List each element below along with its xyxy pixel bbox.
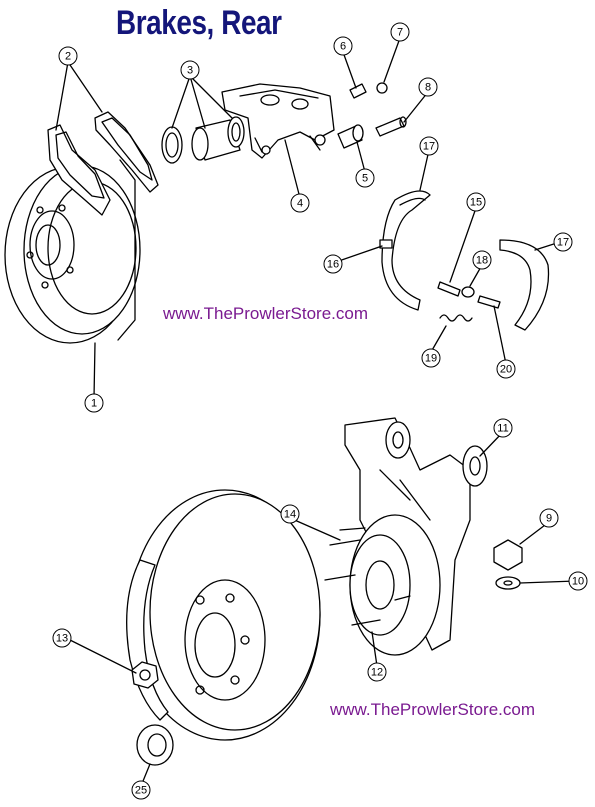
rear-brake-pads [47, 111, 159, 216]
callout-18: 18 [472, 250, 492, 270]
callout-number: 5 [362, 173, 368, 185]
callout-7: 7 [390, 22, 410, 42]
callout-circle [496, 359, 516, 379]
callout-circle [323, 254, 343, 274]
callout-number: 1 [91, 398, 97, 410]
callout-number: 14 [284, 509, 296, 521]
callout-circle [367, 662, 387, 682]
callout-circle [418, 77, 438, 97]
callout-circle [355, 168, 375, 188]
grease-cap [136, 724, 174, 766]
callout-number: 13 [56, 633, 68, 645]
callout-1: 1 [84, 393, 104, 413]
leader-lines [55, 37, 577, 787]
callout-number: 25 [135, 785, 147, 797]
callout-10: 10 [568, 571, 588, 591]
callout-circle [472, 250, 492, 270]
callout-8: 8 [418, 77, 438, 97]
hub-nut-and-washer [131, 539, 523, 689]
callout-number: 10 [572, 576, 584, 588]
callout-3: 3 [180, 60, 200, 80]
watermark-url-top: www.TheProwlerStore.com [163, 304, 369, 323]
callout-4: 4 [290, 193, 310, 213]
callout-25: 25 [131, 780, 151, 800]
callout-number: 7 [397, 27, 403, 39]
callout-17: 17 [419, 136, 439, 156]
callout-number: 19 [425, 353, 437, 365]
callout-number: 17 [423, 141, 435, 153]
callout-number: 3 [187, 65, 193, 77]
callout-circle [419, 136, 439, 156]
callout-number: 8 [425, 82, 431, 94]
callout-20: 20 [496, 359, 516, 379]
callout-15: 15 [466, 192, 486, 212]
callout-number: 4 [297, 198, 303, 210]
callout-number: 20 [500, 364, 512, 376]
callout-circle [421, 348, 441, 368]
callout-circle [539, 508, 559, 528]
watermark-url-bottom: www.TheProwlerStore.com [330, 700, 536, 719]
rear-rotor [4, 159, 141, 344]
callout-circle [333, 36, 353, 56]
callout-11: 11 [493, 418, 513, 438]
callout-number: 15 [470, 197, 482, 209]
front-rotor [129, 489, 321, 741]
callout-number: 2 [65, 51, 71, 63]
callout-circle [58, 46, 78, 66]
callout-5: 5 [355, 168, 375, 188]
park-brake-shoes [379, 190, 550, 331]
callout-number: 12 [371, 667, 383, 679]
callout-circle [131, 780, 151, 800]
callout-13: 13 [52, 628, 72, 648]
callout-number: 6 [340, 41, 346, 53]
callout-circle [280, 504, 300, 524]
callout-12: 12 [367, 662, 387, 682]
callout-number: 17 [557, 237, 569, 249]
callout-circle [52, 628, 72, 648]
callout-circle [84, 393, 104, 413]
callout-17: 17 [553, 232, 573, 252]
callout-circle [466, 192, 486, 212]
callout-6: 6 [333, 36, 353, 56]
callout-number: 16 [327, 259, 339, 271]
callout-number: 18 [476, 255, 488, 267]
callout-circle [568, 571, 588, 591]
callout-16: 16 [323, 254, 343, 274]
callout-circle [180, 60, 200, 80]
callout-circle [390, 22, 410, 42]
caliper-housing [221, 83, 335, 159]
callout-number: 11 [497, 423, 508, 435]
caliper-piston-boot [161, 116, 245, 164]
callout-circle [493, 418, 513, 438]
callout-19: 19 [421, 348, 441, 368]
bleeder-and-pins [337, 82, 407, 149]
callout-2: 2 [58, 46, 78, 66]
callout-9: 9 [539, 508, 559, 528]
callout-14: 14 [280, 504, 300, 524]
hub-bearing [324, 514, 441, 656]
callout-circle [290, 193, 310, 213]
callout-number: 9 [546, 513, 552, 525]
page-title: Brakes, Rear [116, 4, 282, 42]
callout-circle [553, 232, 573, 252]
